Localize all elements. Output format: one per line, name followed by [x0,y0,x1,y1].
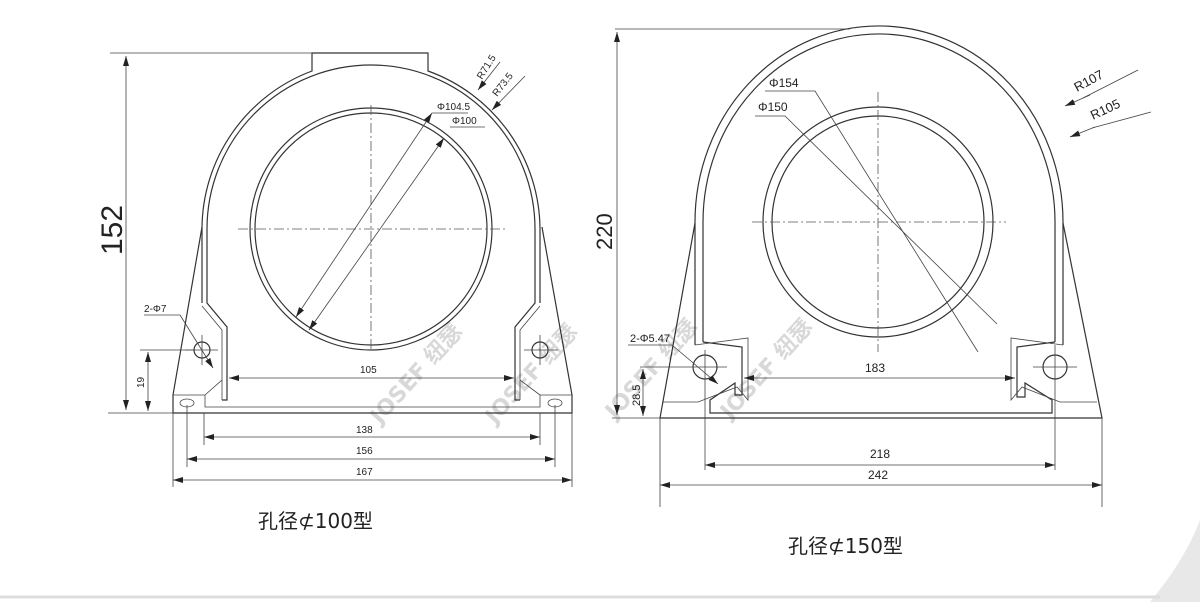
dimension-label: R71.5 [475,53,499,82]
dimension-label: R73.5 [491,71,516,99]
dimension-label: R107 [1071,67,1105,95]
dimension-label: 152 [96,205,129,255]
dimension-label: Φ104.5 [437,102,470,113]
drawing-line [491,75,526,111]
drawing-line [663,337,1097,403]
right-outer-shell [694,25,1064,345]
dimension-label: 156 [356,446,373,457]
dimension-label: 138 [356,425,373,436]
dimension-label: JOSEF 纽瑟 [599,314,703,425]
dimension-label: 183 [865,361,885,375]
drawing-line [659,418,1103,507]
dimension-label: JOSEF 纽瑟 [714,314,818,425]
dimension-label: JOSEF 纽瑟 [479,319,583,430]
right-inner-base [702,341,1056,414]
drawing-line [201,305,541,400]
dimension-label: Φ150 [758,100,788,114]
dimension-label: 2-Φ7 [144,304,167,315]
dimension-label: Φ100 [452,116,477,127]
drawing-line [172,405,573,487]
drawing-line [173,379,572,408]
dimension-label: 19 [136,376,147,388]
drawing-line [1091,111,1152,129]
dimension-label: 105 [360,365,377,376]
dimension-label: 242 [868,468,888,482]
drawing-line [477,61,501,91]
left-caption: 孔径⊄100型 [258,509,373,533]
drawing-line [108,52,312,414]
right-base [659,222,1103,419]
right-inner-shell [702,33,1056,342]
dimension-label: R105 [1088,96,1123,123]
left-outer-shell [201,52,541,303]
dimension-label: 218 [870,447,890,461]
drawing-line [295,112,433,318]
dimension-label: 220 [592,213,617,250]
dimension-label: 28.5 [631,385,643,406]
drawing-line [1082,69,1139,99]
drawing-line [1064,94,1091,107]
page-curl [1150,520,1200,602]
drawing-line [179,314,214,369]
drawing-line [1069,126,1096,138]
drawing-line [308,137,445,331]
left-base [172,226,573,414]
right-caption: 孔径⊄150型 [788,534,903,558]
dimension-label: Φ154 [769,76,799,90]
drawing-line [238,105,505,350]
drawing-line [640,345,1077,470]
left-inner-shell [206,64,536,401]
dimension-label: 2-Φ5.47 [630,333,670,345]
left-ct-drawing: 152 19 105 138 156 167 2-Φ7 R71.5 R73.5 … [96,52,573,533]
right-ct-drawing: 220 28.5 183 218 242 2-Φ5.47 Φ154 Φ150 R… [592,25,1152,558]
drawing-line [765,90,979,353]
drawing-line [612,28,850,419]
dimension-label: 167 [356,467,373,478]
drawing-line [671,344,719,385]
drawing-line [752,92,1006,352]
drawing-line [755,115,998,325]
